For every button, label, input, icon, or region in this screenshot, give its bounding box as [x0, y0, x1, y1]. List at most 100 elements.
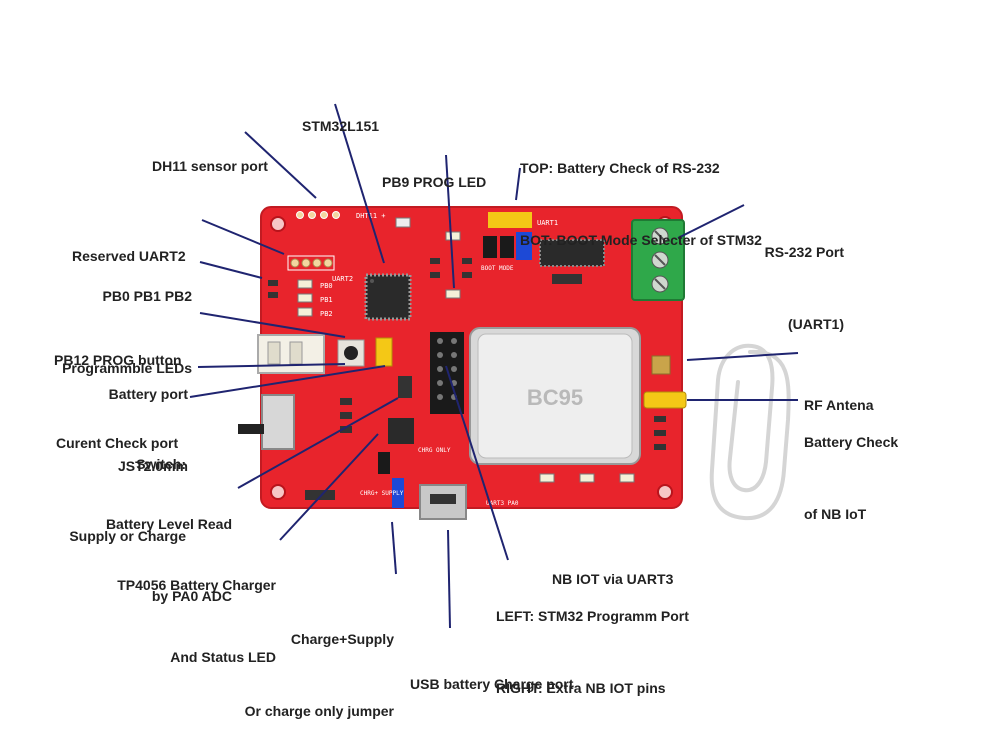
label-rs232-port: RS-232 Port (UART1) — [740, 192, 844, 360]
leader-stm32 — [334, 103, 385, 264]
boot-mode-jumpers: UART1 BOOT MODE — [481, 212, 558, 272]
label-line: Battery port — [108, 386, 188, 402]
stm32-program-header — [430, 332, 464, 414]
smd-component — [539, 473, 555, 483]
charge-jumper — [392, 478, 404, 508]
label-nbiot-uart3: NB IOT via UART3 — [552, 519, 673, 615]
label-line: And Status LED — [170, 649, 276, 665]
label-current-check-port: Curent Check port — [56, 383, 178, 479]
current-check-jumper — [375, 337, 393, 367]
rs232-chip — [539, 239, 605, 267]
label-line: Battery Check — [804, 434, 899, 450]
silk-boot: BOOT MODE — [481, 265, 514, 272]
annotated-board-diagram: DHT11 + UART2 PB0 PB1 PB2 UART1 — [189, 103, 799, 629]
silk-uart3: UART3 PA0 — [486, 500, 519, 507]
charge-jumper-header — [378, 452, 390, 474]
pb9-led — [445, 289, 461, 299]
label-battery-check-nbiot: Battery Check of NB IoT — [804, 382, 898, 550]
label-rf-antenna: RF Antena — [804, 345, 873, 441]
leader-battery-port — [197, 363, 346, 368]
smd-component — [654, 444, 666, 450]
label-tp4056-charger: TP4056 Battery Charger And Status LED — [90, 525, 276, 693]
paper-clip — [709, 343, 791, 521]
leader-usb — [447, 529, 451, 629]
pb12-button — [337, 339, 365, 367]
silk-chrg-only: CHRG ONLY — [418, 447, 451, 454]
silk-pb2: PB2 — [320, 310, 333, 318]
uart2-header: UART2 — [287, 255, 353, 283]
silk-uart2: UART2 — [332, 275, 353, 283]
smd-component — [340, 426, 352, 433]
leader-rf — [686, 352, 799, 361]
label-line: Battery Level Read — [105, 516, 232, 532]
usb-port — [419, 484, 467, 520]
silk-pb1: PB1 — [320, 296, 333, 304]
leader-current — [189, 365, 386, 398]
label-top-bot: TOP: Battery Check of RS-232 BOT: BOOT M… — [520, 108, 762, 276]
label-line: Switch: — [136, 456, 186, 472]
label-line: JST2.0mm — [117, 458, 188, 474]
label-line: STM32L151 — [302, 118, 380, 134]
silk-chrg-supply: CHRG+ SUPPLY — [360, 490, 404, 497]
label-line: Or charge only jumper — [244, 703, 394, 719]
label-line: PB9 PROG LED — [382, 174, 487, 190]
label-line: LEFT: STM32 Programm Port — [496, 608, 689, 624]
silk-module: BC95 — [527, 385, 583, 410]
label-line: USB battery Charge port — [410, 676, 574, 692]
silk-pb0: PB0 — [320, 282, 333, 290]
stm32-chip — [364, 273, 412, 321]
leader-pb9 — [445, 154, 455, 289]
leader-pb12 — [199, 312, 346, 338]
label-line: TP4056 Battery Charger — [117, 577, 276, 593]
label-battery-level-read: Battery Level Read by PA0 ADC — [70, 464, 232, 632]
smd-component — [445, 231, 461, 241]
smd-component — [654, 430, 666, 436]
label-programmable-leds: PB0 PB1 PB2 Programmble LEDs — [52, 236, 192, 404]
leader-tp4056 — [279, 433, 379, 541]
smd-component — [579, 473, 595, 483]
label-line: RS-232 Port — [764, 244, 844, 260]
leader-top-bot — [515, 167, 521, 201]
slide-switch — [238, 394, 295, 450]
label-switch: Switch: Supply or Charge — [46, 404, 186, 572]
label-line: BOT: BOOT Mode Selecter of STM32 — [520, 232, 762, 248]
smd-component — [398, 376, 412, 398]
silk-dht11: DHT11 + — [356, 212, 386, 220]
label-usb-charge-port: USB battery Charge port — [410, 624, 573, 720]
label-line: Programmble LEDs — [62, 360, 192, 376]
label-line: NB IOT via UART3 — [552, 571, 674, 587]
smd-component — [340, 398, 352, 405]
smd-component — [430, 258, 440, 264]
smd-component — [654, 416, 666, 422]
label-line: RF Antena — [804, 397, 874, 413]
label-charge-jumper: Charge+Supply Or charge only jumper — [222, 579, 394, 747]
label-left-right: LEFT: STM32 Programm Port RIGHT: Extra N… — [496, 556, 689, 724]
label-reserved-uart2: Reserved UART2 — [72, 196, 186, 292]
leader-jumper — [391, 521, 397, 575]
smd-component — [552, 274, 582, 284]
label-line: Charge+Supply — [290, 631, 394, 647]
label-line: by PA0 ADC — [151, 588, 232, 604]
label-line: of NB IoT — [804, 506, 867, 522]
leader-uart2 — [201, 219, 285, 255]
label-line: PB0 PB1 PB2 — [102, 288, 192, 304]
leader-leds — [199, 261, 263, 279]
label-line: PB12 PROG button — [54, 352, 182, 368]
label-line: DH11 sensor port — [152, 158, 268, 174]
tp4056-chip — [388, 418, 414, 444]
battery-jst-connector — [257, 334, 325, 374]
leader-rs232 — [677, 204, 745, 239]
rf-antenna-pad — [651, 355, 671, 375]
label-line: Curent Check port — [56, 435, 179, 451]
smd-component — [462, 272, 472, 278]
smd-component — [340, 412, 352, 419]
label-line: RIGHT: Extra NB IOT pins — [496, 680, 666, 696]
leader-left-right — [445, 365, 509, 561]
label-battery-port: Battery port JST2.0mm — [80, 334, 188, 502]
label-line: Reserved UART2 — [72, 248, 186, 264]
programmable-leds: PB0 PB1 PB2 — [268, 279, 333, 318]
dht11-header: DHT11 + — [296, 211, 411, 228]
silk-uart1: UART1 — [537, 219, 558, 227]
label-pb9-prog-led: PB9 PROG LED — [382, 122, 486, 218]
leader-lines — [189, 103, 799, 629]
